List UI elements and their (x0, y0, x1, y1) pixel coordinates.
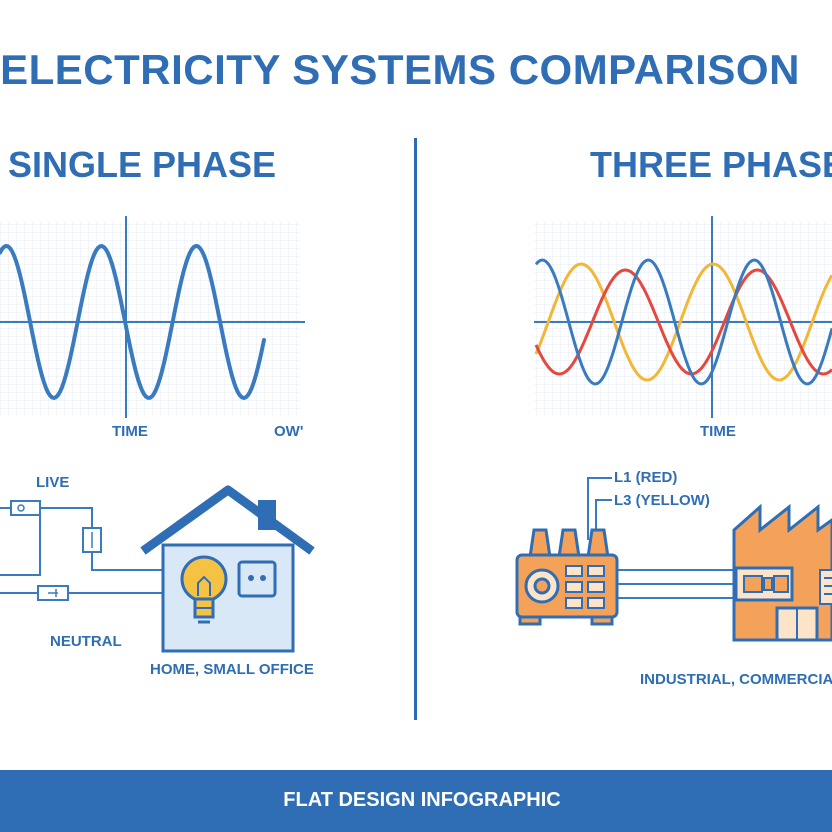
phase-l3-yellow-wave (534, 262, 832, 382)
single-phase-heading: SINGLE PHASE (8, 144, 277, 185)
phase-l1-red-wave (534, 268, 832, 376)
live-wire (40, 507, 165, 571)
neutral-fuse-icon (37, 585, 69, 601)
footer-bar: FLAT DESIGN INFOGRAPHIC (0, 770, 832, 832)
fuse-icon (82, 527, 102, 553)
single-grid (0, 222, 300, 416)
single-cut-label: OW' (274, 423, 304, 440)
three-phase-label-leaders (587, 477, 612, 540)
single-sine-wave (0, 243, 266, 401)
footer-text: FLAT DESIGN INFOGRAPHIC (283, 789, 561, 811)
three-phase-heading: THREE PHASE (590, 144, 832, 185)
live-label: LIVE (36, 474, 70, 491)
phase-l2-blue-wave (534, 258, 832, 386)
neutral-label: NEUTRAL (50, 633, 122, 650)
live-wire-loop (0, 507, 41, 576)
l3-yellow-label: L3 (YELLOW) (614, 492, 710, 509)
switch-icon (10, 500, 41, 516)
lightbulb-icon (180, 555, 228, 624)
socket-icon (237, 560, 277, 598)
house-icon (140, 485, 315, 653)
three-time-label: TIME (700, 423, 736, 440)
l1-red-label: L1 (RED) (614, 469, 678, 486)
three-phase-wires (617, 569, 735, 599)
single-time-label: TIME (112, 423, 148, 440)
generator-icon (515, 528, 619, 626)
center-divider (414, 138, 417, 720)
page-title: ELECTRICITY SYSTEMS COMPARISON (0, 46, 800, 93)
single-usage-label: HOME, SMALL OFFICE (150, 661, 314, 678)
three-phase-waveform (534, 216, 832, 418)
three-usage-label: INDUSTRIAL, COMMERCIAL (640, 671, 832, 688)
single-phase-waveform (0, 216, 305, 418)
factory-icon (732, 503, 832, 642)
three-grid (534, 222, 832, 416)
